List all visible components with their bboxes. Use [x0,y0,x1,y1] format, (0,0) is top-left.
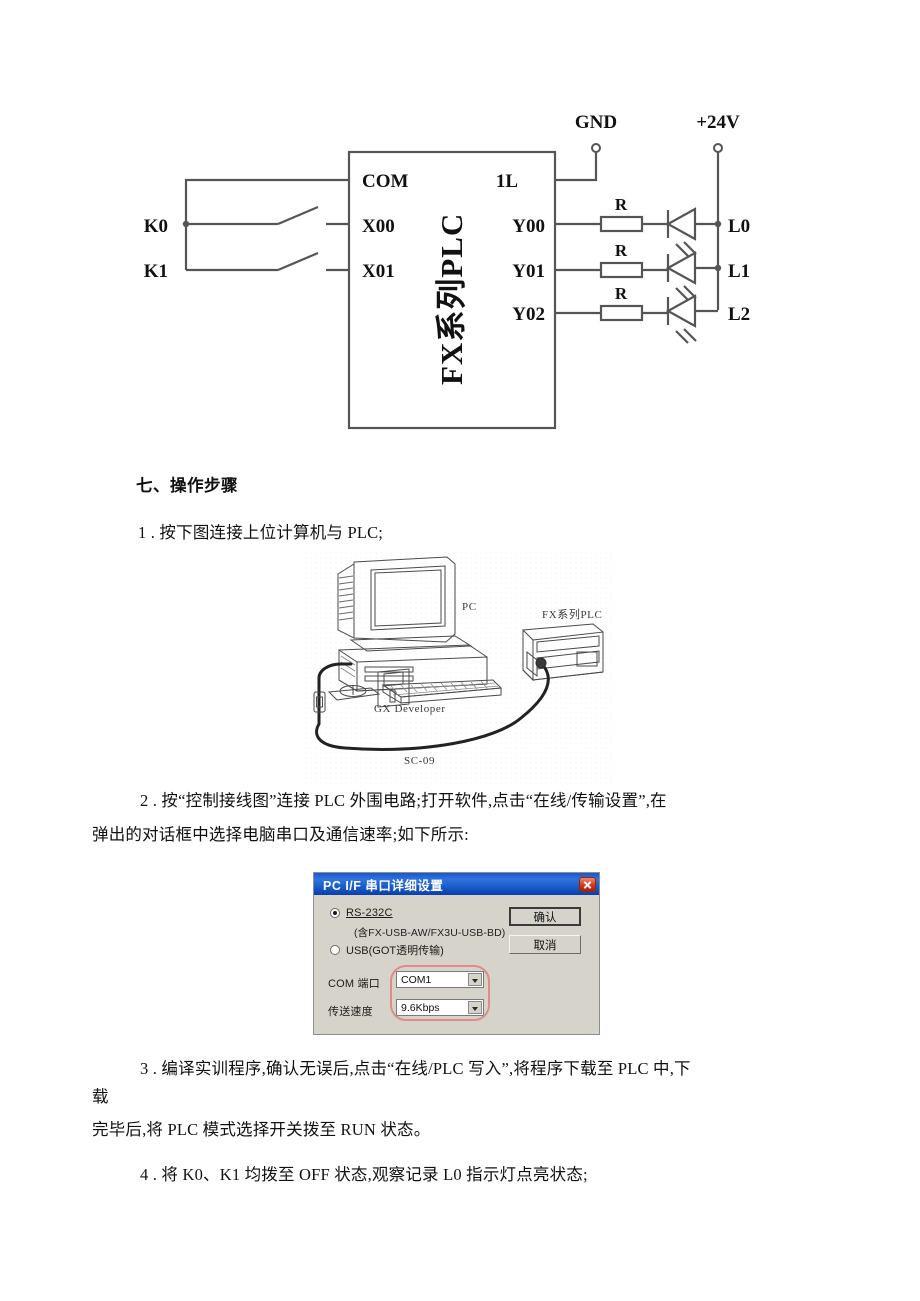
switch-k0-label: K0 [144,216,168,237]
fx-plc-label: FX系列PLC [542,607,602,621]
step-3-text-line3: 完毕后,将 PLC 模式选择开关拨至 RUN 状态。 [92,1120,431,1139]
step-3-text-line2: 载 [92,1087,109,1106]
plus24v-label: +24V [696,112,740,133]
dialog-title-text: PC I/F 串口详细设置 [323,878,444,893]
step-3-text-line1: 3 . 编译实训程序,确认无误后,点击“在线/PLC 写入”,将程序下载至 PL… [140,1059,691,1078]
baud-rate-label: 传送速度 [328,1006,373,1018]
gnd-label: GND [575,112,617,133]
com-port-label: COM 端口 [328,978,380,990]
close-icon[interactable] [579,876,596,892]
terminal-y02-label: Y02 [512,304,545,325]
step-2-text-line2: 弹出的对话框中选择电脑串口及通信速率;如下所示: [92,825,469,844]
section-heading: 七、操作步骤 [136,476,238,495]
resistor-r3-label: R [615,284,628,303]
lamp-l0-label: L0 [728,216,750,237]
radio-rs232c-icon[interactable] [330,908,340,918]
resistor-r2-label: R [615,241,628,260]
com-port-value: COM1 [401,973,432,986]
terminal-x01-label: X01 [362,261,395,282]
dialog-title-bar[interactable]: PC I/F 串口详细设置 [314,873,599,895]
dialog-body: RS-232C (含FX-USB-AW/FX3U-USB-BD) USB(GOT… [314,895,599,1034]
radio-usb-label: USB(GOT透明传输) [346,945,444,957]
baud-rate-select[interactable]: 9.6Kbps [396,999,484,1016]
terminal-y01-label: Y01 [512,261,545,282]
lamp-l1-label: L1 [728,261,750,282]
step-4-text: 4 . 将 K0、K1 均拨至 OFF 状态,观察记录 L0 指示灯点亮状态; [140,1165,588,1184]
pc-if-serial-settings-dialog[interactable]: PC I/F 串口详细设置 RS-232C (含FX-USB-AW/FX3U-U… [313,872,600,1035]
rs232c-note-text: (含FX-USB-AW/FX3U-USB-BD) [354,927,506,939]
radio-rs232c-label: RS-232C [346,907,393,919]
chevron-down-icon-2[interactable] [468,1001,482,1014]
cancel-button[interactable]: 取消 [509,935,581,954]
pc-plc-figure-svg: .fl { stroke:#4a4a4a; stroke-width:1; fi… [305,552,615,784]
lamp-l2-label: L2 [728,304,750,325]
step-1-text: 1 . 按下图连接上位计算机与 PLC; [138,523,384,542]
terminal-com-label: COM [362,171,409,192]
step-2-text-line1: 2 . 按“控制接线图”连接 PLC 外围电路;打开软件,点击“在线/传输设置”… [140,791,667,810]
wiring-diagram-svg: .ln { stroke:#555; stroke-width:2.2; fil… [144,112,750,430]
sc09-label: SC-09 [404,755,435,767]
terminal-1l-label: 1L [496,171,518,192]
ok-button[interactable]: 确认 [509,907,581,926]
baud-rate-value: 9.6Kbps [401,1001,440,1014]
gx-developer-label: GX Developer [374,703,446,715]
terminal-x00-label: X00 [362,216,395,237]
resistor-r1-label: R [615,195,628,214]
plc-box-label: FX系列PLC [434,213,469,385]
terminal-y00-label: Y00 [512,216,545,237]
chevron-down-icon[interactable] [468,973,482,986]
sc09-cable [315,666,550,751]
com-port-select[interactable]: COM1 [396,971,484,988]
plc-wiring-diagram: .ln { stroke:#555; stroke-width:2.2; fil… [0,0,920,460]
switch-k1-label: K1 [144,261,168,282]
radio-option-usb[interactable]: USB(GOT透明传输) [330,942,444,958]
radio-usb-icon[interactable] [330,945,340,955]
radio-option-rs232c[interactable]: RS-232C [330,907,393,919]
pc-plc-connection-figure: .fl { stroke:#4a4a4a; stroke-width:1; fi… [305,552,615,784]
pc-label: PC [462,601,477,613]
